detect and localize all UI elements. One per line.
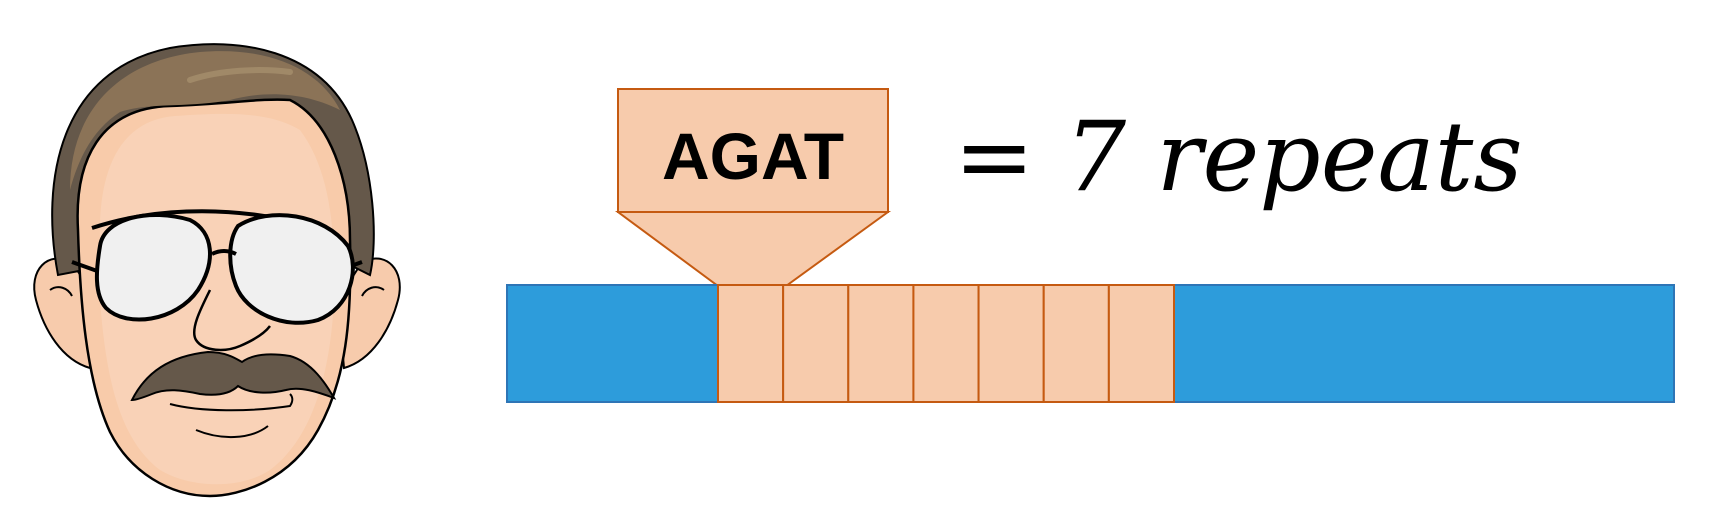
- repeat-unit: [1042, 284, 1110, 403]
- left-lens: [94, 213, 212, 322]
- repeat-unit: [912, 284, 980, 403]
- left-flank: [506, 284, 719, 403]
- motif-callout-connector: [614, 211, 892, 287]
- mouth: [169, 393, 294, 412]
- right-lens: [228, 213, 355, 325]
- repeat-units: [717, 284, 1175, 403]
- repeat-unit: [977, 284, 1045, 403]
- right-flank: [1173, 284, 1675, 403]
- repeat-unit: [782, 284, 850, 403]
- repeat-count-equation: = 7 repeats: [954, 101, 1523, 213]
- dna-strand: [506, 284, 1675, 403]
- right-ear: [336, 257, 401, 370]
- chin-line: [195, 425, 269, 439]
- motif-box: [617, 88, 889, 213]
- nose: [193, 289, 271, 352]
- person-icon: [33, 43, 401, 498]
- mustache: [130, 350, 337, 402]
- repeat-unit: [1107, 284, 1175, 403]
- repeat-unit: [717, 284, 785, 403]
- motif-sequence: AGAT: [662, 119, 844, 193]
- repeat-unit: [847, 284, 915, 403]
